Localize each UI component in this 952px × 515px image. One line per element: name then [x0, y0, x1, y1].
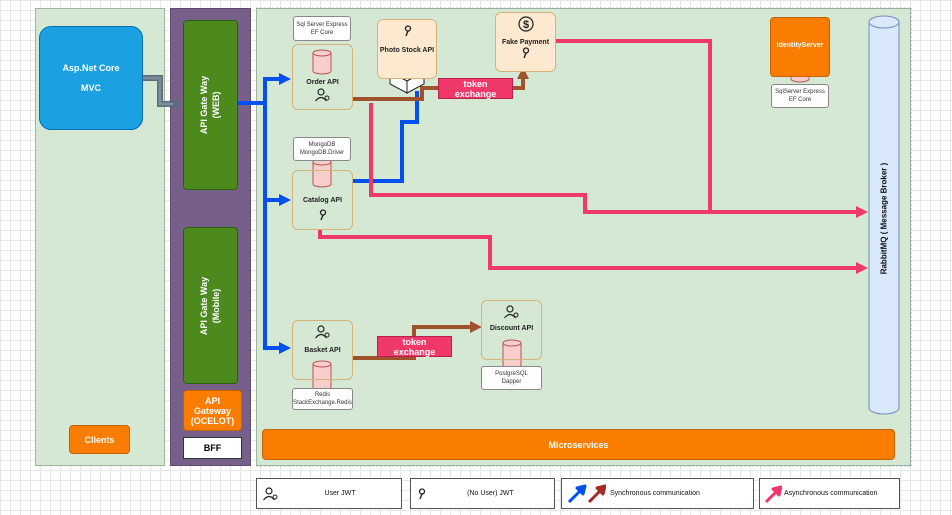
identity-db-line2: EF Core — [788, 97, 812, 103]
gateway-to-order-arrow — [238, 73, 291, 105]
mvc-client-subtitle: MVC — [81, 83, 101, 93]
identity-db-note: SqlServer Express EF Core — [771, 84, 829, 108]
order-api-label: Order API — [306, 79, 339, 86]
legend-user-jwt-label: User JWT — [324, 490, 356, 497]
mvc-client-box[interactable]: Asp.Net Core MVC — [39, 26, 143, 130]
user-jwt-icon — [504, 305, 519, 319]
clients-label: Clients — [84, 434, 115, 445]
catalog-to-photo-arrow — [353, 91, 419, 183]
payment-to-broker-arrow — [556, 39, 868, 218]
user-jwt-icon — [315, 325, 330, 339]
discount-db-note: PostgreSQL Dapper — [481, 366, 542, 390]
photo-stock-api-box[interactable]: Photo Stock API — [377, 19, 437, 79]
basket-db-line1: Redis — [314, 392, 331, 398]
catalog-db-note: MongoDB MongoDB.Driver — [293, 137, 351, 161]
order-api-box[interactable]: Order API — [292, 44, 353, 110]
legend-no-user-jwt: (No User) JWT — [410, 478, 555, 509]
legend-user-jwt: User JWT — [256, 478, 402, 509]
svg-text:$: $ — [523, 19, 529, 31]
bff-label-box: BFF — [183, 437, 242, 459]
token-line1: token — [402, 336, 427, 347]
identity-server-box[interactable]: IdentityServer — [770, 17, 830, 77]
message-broker[interactable]: RabbitMQ ( Message Broker ) — [869, 28, 899, 408]
discount-api-box[interactable]: Discount API — [481, 300, 542, 360]
discount-db-line2: Dapper — [501, 379, 522, 385]
no-user-jwt-icon — [319, 209, 327, 221]
catalog-api-label: Catalog API — [302, 197, 343, 204]
api-gateway-mobile[interactable]: API Gate Way (Mobile) — [183, 227, 238, 384]
user-jwt-icon — [315, 88, 330, 102]
order-db-cylinder — [312, 49, 332, 75]
order-to-broker-arrow — [369, 103, 710, 214]
legend-no-user-jwt-label: (No User) JWT — [467, 490, 514, 497]
basket-api-box[interactable]: Basket API — [292, 320, 353, 380]
gateway-to-catalog-arrow — [263, 103, 291, 206]
user-jwt-icon — [263, 486, 278, 500]
catalog-api-box[interactable]: Catalog API — [292, 170, 353, 230]
async-arrow-icon — [764, 485, 782, 503]
basket-token-exchange-label: token exchange — [377, 336, 452, 357]
identity-db-line1: SqlServer Express — [775, 89, 825, 95]
token-line1: token — [463, 78, 488, 89]
legend-async-label: Asynchronous communication — [784, 490, 878, 497]
ocelot-line1: API — [204, 395, 220, 406]
no-user-jwt-icon — [404, 25, 412, 37]
microservices-label: Microservices — [548, 439, 609, 450]
order-db-line2: EF Core — [310, 29, 334, 36]
discount-api-label: Discount API — [489, 325, 534, 332]
photo-stock-api-label: Photo Stock API — [379, 47, 435, 54]
dollar-icon: $ — [518, 16, 534, 32]
api-gateway-web[interactable]: API Gate Way (WEB) — [183, 20, 238, 190]
basket-db-note: Redis StackExchange.Redis — [292, 388, 353, 410]
no-user-jwt-icon — [522, 47, 530, 59]
no-user-jwt-icon — [418, 487, 426, 499]
catalog-to-broker-arrow — [318, 229, 868, 274]
bff-label: BFF — [203, 443, 222, 453]
catalog-db-line2: MongoDB.Driver — [299, 150, 345, 156]
basket-db-cylinder — [312, 360, 332, 391]
ocelot-gateway-box: API Gateway (OCELOT) — [183, 390, 242, 431]
mvc-client-title: Asp.Net Core — [62, 63, 120, 73]
fake-payment-box[interactable]: $ Fake Payment — [495, 12, 556, 72]
order-db-note: Sql Server Express EF Core — [293, 16, 351, 41]
sync-arrows-icon — [567, 484, 606, 503]
order-token-exchange-label: token exchange — [438, 78, 513, 99]
legend-sync: Synchronous communication — [561, 478, 754, 509]
microservices-label-box: Microservices — [262, 429, 895, 460]
catalog-db-line1: MongoDB — [308, 142, 336, 148]
discount-db-line1: PostgreSQL — [495, 371, 528, 377]
gateway-to-basket-arrow — [263, 200, 291, 354]
order-db-line1: Sql Server Express — [296, 21, 348, 28]
token-line2: exchange — [393, 346, 436, 357]
ocelot-line3: (OCELOT) — [190, 415, 235, 426]
message-broker-cylinder — [868, 15, 900, 415]
message-broker-label: RabbitMQ ( Message Broker ) — [879, 162, 889, 274]
fake-payment-label: Fake Payment — [501, 39, 550, 46]
legend-sync-label: Synchronous communication — [610, 490, 700, 497]
order-to-payment-token-arrow — [353, 67, 529, 101]
basket-db-line2: StackExchange.Redis — [293, 400, 352, 406]
clients-label-box: Clients — [69, 425, 130, 454]
ocelot-line2: Gateway — [193, 405, 232, 416]
identity-server-label: IdentityServer — [776, 42, 824, 49]
basket-api-label: Basket API — [304, 347, 341, 354]
token-line2: exchange — [454, 88, 497, 99]
mvc-to-gateway-arrow-inner — [143, 76, 183, 109]
legend-async: Asynchronous communication — [759, 478, 900, 509]
